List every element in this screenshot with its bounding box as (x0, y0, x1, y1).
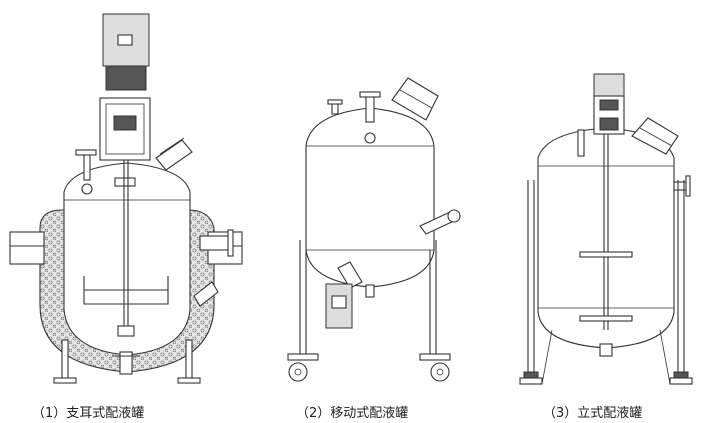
thermometer-icon (75, 149, 97, 195)
support-lug-left (9, 231, 45, 265)
leg-icon (519, 180, 543, 385)
agitator-icon (579, 134, 633, 330)
tank-vertical-type (519, 73, 693, 385)
manhole-icon (155, 137, 193, 171)
caption-vertical-tank: （3）立式配液罐 (543, 406, 643, 421)
motor-icon (593, 73, 625, 97)
agitator-icon (83, 160, 169, 337)
leg-icon (669, 180, 693, 385)
caster-wheel-icon (287, 353, 319, 382)
thermometer-icon (359, 91, 381, 144)
tank-mobile-type (287, 77, 461, 382)
caption-lug-tank: （1）支耳式配液罐 (32, 406, 145, 421)
tank-lug-type (9, 13, 243, 384)
caption-mobile-tank: （2）移动式配液罐 (296, 406, 409, 421)
caster-wheel-icon (419, 353, 451, 382)
vessel-body (63, 162, 191, 356)
manhole-icon (631, 117, 679, 155)
motor-icon (102, 13, 150, 67)
vessel-body (537, 127, 675, 349)
manhole-icon (391, 77, 439, 121)
